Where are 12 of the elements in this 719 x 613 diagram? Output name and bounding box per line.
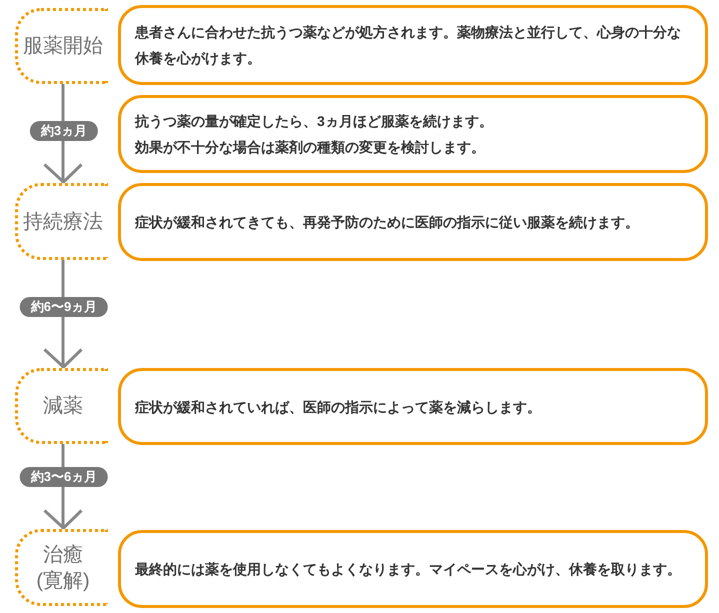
stage-box: 治癒(寛解): [15, 529, 108, 606]
edge-label: 約3ヵ月: [30, 121, 98, 141]
stage-box: 減薬: [15, 368, 108, 444]
stage-box: 持続療法: [15, 183, 108, 260]
edge-label: 約6〜9ヵ月: [20, 297, 108, 317]
description-box: 抗うつ薬の量が確定したら、3ヵ月ほど服薬を続けます。 効果が不十分な場合は薬剤の種類の変更を検討します。: [118, 95, 708, 173]
edge-label: 約3〜6ヵ月: [20, 467, 108, 487]
description-box: 症状が緩和されてきても、再発予防のために医師の指示に従い服薬を続けます。: [118, 183, 708, 261]
description-box: 患者さんに合わせた抗うつ薬などが処方されます。薬物療法と並行して、心身の十分な休養を心がけます。: [118, 5, 708, 85]
description-box: 最終的には薬を使用しなくてもよくなります。マイペースを心がけ、休養を取ります。: [118, 530, 708, 608]
stage-box: 服薬開始: [15, 8, 108, 84]
description-box: 症状が緩和されていれば、医師の指示によって薬を減らします。: [118, 368, 708, 445]
